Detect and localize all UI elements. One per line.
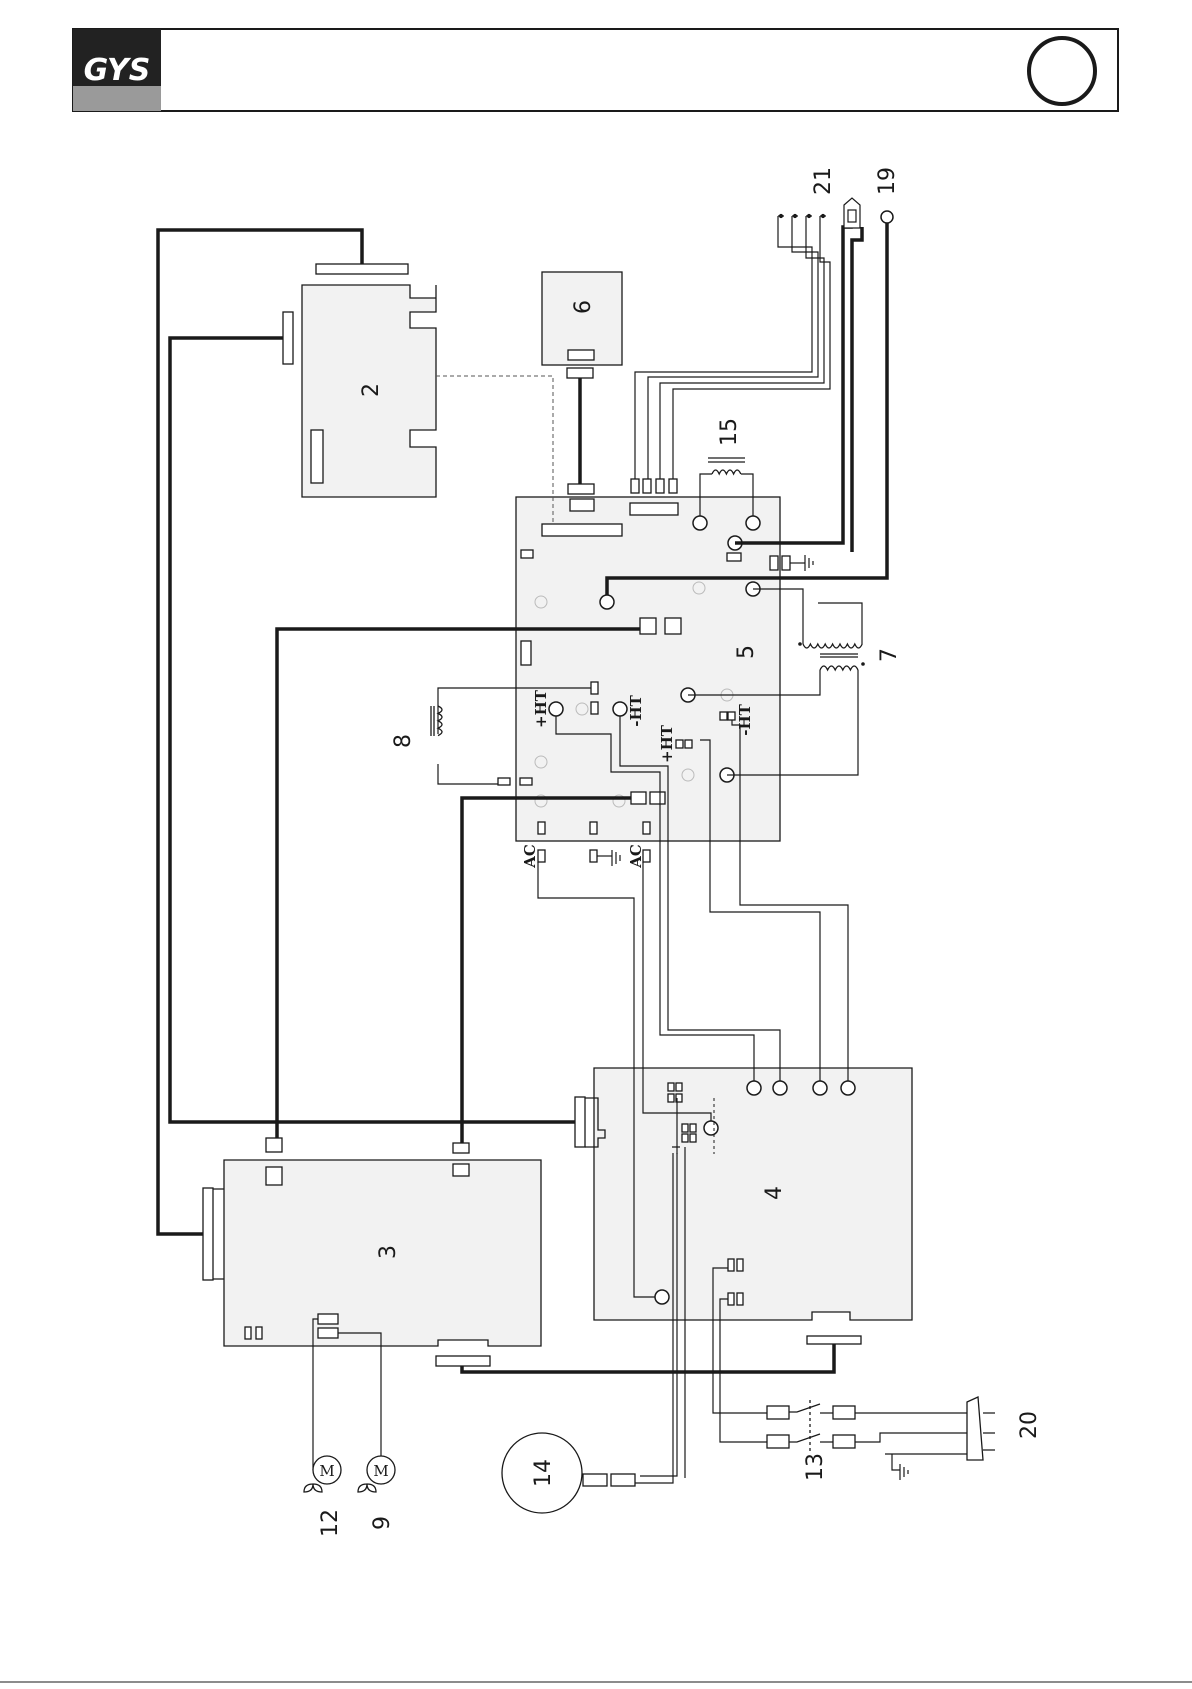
pcb-4-label: 4 — [762, 1186, 787, 1200]
ac-label-1: AC — [521, 844, 539, 869]
pcb-3-bottom-connector — [436, 1356, 490, 1366]
pcb-5-connector-long — [542, 524, 622, 536]
inductor-8 — [431, 706, 442, 736]
pcb-5-terminal-15a — [693, 516, 707, 530]
cable-3-to-4 — [462, 1344, 834, 1372]
cable-21-to-5-b — [852, 227, 862, 552]
pcb-2-top-connector — [316, 264, 408, 274]
pcb-3-side-connector — [203, 1188, 213, 1280]
logo-text: GYS — [84, 53, 151, 88]
transformer-7 — [803, 644, 862, 670]
fan-9-label: 9 — [370, 1516, 395, 1530]
pcb-6-cable-plug — [567, 368, 593, 378]
connector-21-label: 21 — [811, 167, 836, 195]
pcb-5-terminal-plus-ht — [549, 702, 563, 716]
pcb-2-component — [311, 430, 323, 483]
pcb-5-terminal-19 — [600, 595, 614, 609]
inductor-15-label: 15 — [717, 418, 742, 446]
transformer-7-label: 7 — [877, 648, 902, 662]
header-bar: GYS — [73, 29, 1118, 111]
minus-ht-label-2: -HT — [736, 703, 754, 735]
motor-14-label: 14 — [531, 1459, 556, 1487]
terminal-19 — [881, 211, 893, 223]
plus-ht-label-1: +HT — [532, 689, 550, 728]
language-circle — [1029, 38, 1095, 104]
pcb-3-label: 3 — [376, 1245, 401, 1259]
inductor-15 — [708, 458, 745, 474]
pcb-5-connector-6 — [568, 484, 594, 494]
plus-ht-label-2: +HT — [658, 724, 676, 763]
pcb-2-side-connector — [283, 312, 293, 364]
plug-20 — [967, 1397, 995, 1460]
switch-13 — [767, 1400, 855, 1452]
motor-14 — [502, 1433, 635, 1513]
pcb-5-connector-6b — [570, 499, 594, 511]
fan-12-label: 12 — [318, 1509, 343, 1537]
pcb-5-connector-mid — [630, 503, 678, 515]
pcb-5-label: 5 — [734, 645, 759, 659]
pcb-6-connector — [568, 350, 594, 360]
pcb-4 — [594, 1068, 912, 1320]
minus-ht-label-1: -HT — [627, 694, 645, 726]
logo-band — [73, 86, 161, 111]
fan-9-motor-symbol: M — [373, 1462, 388, 1480]
header-frame — [73, 29, 1118, 111]
pcb-4-side-connector — [575, 1097, 585, 1147]
fan-12-motor-symbol: M — [319, 1462, 334, 1480]
pcb-4-bottom-connector — [807, 1336, 861, 1344]
pcb-5-terminal-minus-ht — [613, 702, 627, 716]
pcb-6-label: 6 — [571, 300, 596, 314]
pcb-5-terminal-15b — [746, 516, 760, 530]
plug-20-label: 20 — [1017, 1411, 1042, 1439]
connector-21 — [778, 198, 860, 228]
switch-13-label: 13 — [803, 1453, 828, 1481]
pcb-2-label: 2 — [359, 383, 384, 397]
terminal-19-label: 19 — [875, 167, 900, 195]
inductor-8-label: 8 — [391, 734, 416, 748]
ac-label-2: AC — [627, 844, 645, 869]
